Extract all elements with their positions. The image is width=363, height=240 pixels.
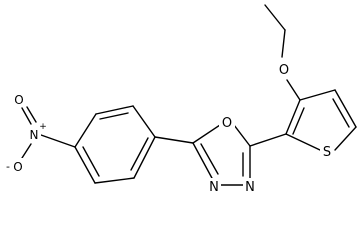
- bond-c2-c3: [285, 99, 301, 135]
- oxadiazole-nitrogen-3-label: N: [245, 180, 255, 195]
- bond-c5-s: [334, 126, 357, 151]
- bond-c5-n4: [192, 142, 214, 181]
- bond-ph-c4-c5: [74, 146, 96, 184]
- bond-c2-o1: [233, 124, 251, 147]
- bond-ph-c5-c6: [94, 177, 135, 184]
- bond-nitro-o-bottom: [21, 143, 32, 159]
- bond-ph-c2-c3: [95, 105, 134, 115]
- ethoxy-oxygen-label: O: [279, 63, 289, 78]
- bond-c2-c3-double: [292, 107, 305, 135]
- nitro-oxygen-top-label: O: [14, 93, 23, 107]
- atom-label-ethoxy-o: O: [276, 60, 292, 78]
- bond-ph-c4-c5-double: [82, 146, 100, 177]
- nitro-oxygen-bottom-label: O: [13, 160, 22, 174]
- molecule-structure: O N N S O N + O O -: [6, 4, 357, 195]
- nitro-oxygen-charge: -: [6, 160, 10, 173]
- bond-ph-c6-c1: [133, 136, 156, 179]
- bond-c3-c4: [299, 89, 336, 101]
- nitro-nitrogen-charge: +: [39, 122, 47, 132]
- atom-label-oxadiazole-n3: N: [243, 178, 257, 195]
- bond-o1-c5: [192, 124, 221, 144]
- atom-label-thiophene-s: S: [320, 143, 334, 160]
- bond-nitro-o-top: [21, 107, 32, 125]
- bond-ch2-o: [281, 29, 286, 58]
- bond-ph-nitro: [40, 134, 76, 148]
- atom-label-nitro-o-top: O: [12, 91, 26, 107]
- atom-label-oxadiazole-o: O: [219, 113, 235, 131]
- bond-ph-c1-c2: [132, 105, 156, 138]
- bond-o-c3: [286, 79, 301, 101]
- bond-ph-c2-c3-double: [99, 112, 129, 120]
- oxadiazole-nitrogen-4-label: N: [209, 180, 219, 195]
- bond-oxadiazole-phenyl: [154, 136, 194, 144]
- bond-ch3-ch2: [264, 4, 286, 31]
- atom-label-oxadiazole-n4: N: [207, 178, 221, 195]
- bond-nitro-o-top-double: [26, 106, 37, 123]
- thiophene-sulfur-label: S: [323, 145, 331, 160]
- bond-s-c2: [285, 133, 321, 151]
- atom-label-nitro-o-bottom: O -: [6, 158, 25, 174]
- bond-c4-c5: [334, 89, 357, 128]
- bond-ph-c6-c1-double: [130, 137, 149, 171]
- bond-thienyl-oxadiazole: [249, 133, 287, 147]
- bond-ph-c3-c4: [74, 113, 97, 148]
- oxadiazole-oxygen-label: O: [222, 116, 232, 131]
- bond-c5-n4-double: [200, 143, 219, 175]
- nitro-nitrogen-label: N: [30, 128, 39, 142]
- atom-label-nitro-n: N +: [27, 122, 47, 142]
- bond-c4-c5-double: [332, 98, 350, 128]
